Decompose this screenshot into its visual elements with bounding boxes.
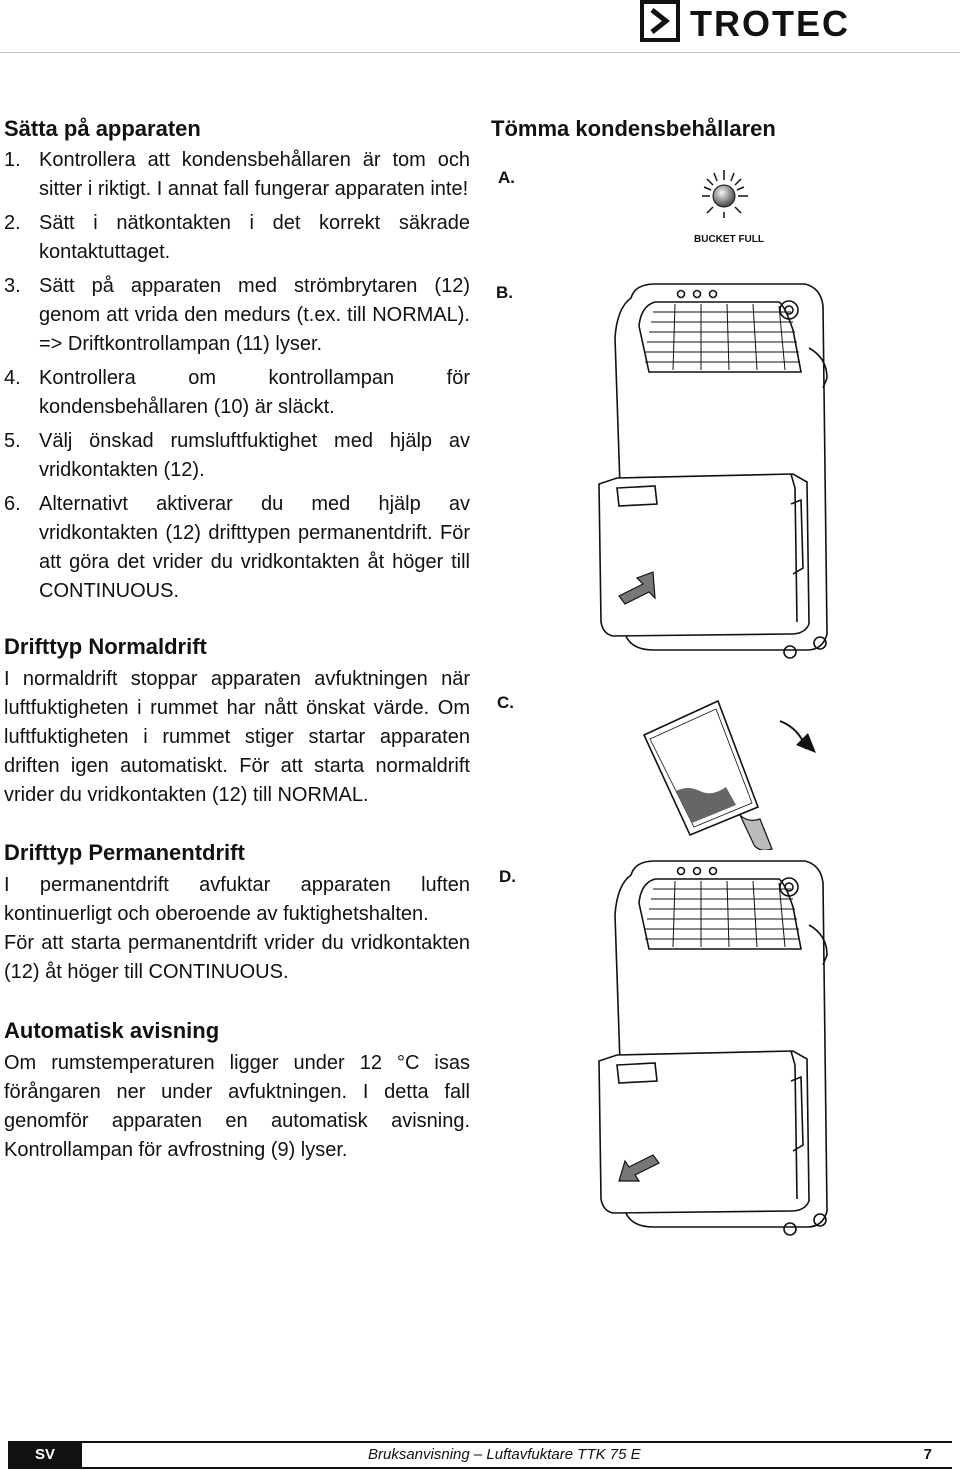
normal-title: Drifttyp Normaldrift <box>4 634 207 659</box>
normal-section: Drifttyp Normaldrift I normaldrift stopp… <box>4 632 470 810</box>
permanent-title: Drifttyp Permanentdrift <box>4 840 245 865</box>
empty-tank-title: Tömma kondensbehållaren <box>491 116 776 141</box>
start-section: Sätta på apparaten 1.Kontrollera att kon… <box>4 114 470 611</box>
trotec-logo: TROTEC <box>640 0 850 44</box>
header-rule <box>0 52 960 53</box>
defrost-section: Automatisk avisning Om rumstemperaturen … <box>4 1016 470 1165</box>
step-2: 2.Sätt i nätkontakten i det korrekt säkr… <box>4 212 470 263</box>
permanent-text-1: I permanentdrift avfuktar apparaten luft… <box>4 874 470 925</box>
figure-label-a: A. <box>498 168 515 187</box>
brand-name: TROTEC <box>690 3 850 44</box>
step-3: 3.Sätt på apparaten med strömbrytaren (1… <box>4 275 470 355</box>
permanent-text-2: För att starta permanentdrift vrider du … <box>4 932 470 983</box>
figure-label-c: C. <box>497 693 514 712</box>
defrost-title: Automatisk avisning <box>4 1018 220 1043</box>
permanent-section: Drifttyp Permanentdrift I permanentdrift… <box>4 838 470 987</box>
document-title: Bruksanvisning – Luftavfuktare TTK 75 E <box>368 1446 641 1463</box>
defrost-text: Om rumstemperaturen ligger under 12 °C i… <box>4 1052 470 1161</box>
step-5: 5.Välj önskad rumsluftfuktighet med hjäl… <box>4 430 470 481</box>
page-footer: SV Bruksanvisning – Luftavfuktare TTK 75… <box>8 1441 952 1469</box>
figure-label-d: D. <box>499 867 516 886</box>
start-title: Sätta på apparaten <box>4 116 201 141</box>
step-4: 4.Kontrollera om kontrollampan för konde… <box>4 367 470 418</box>
page-number: 7 <box>923 1446 932 1463</box>
bucket-full-label: BUCKET FULL <box>694 234 764 245</box>
figure-label-b: B. <box>496 283 513 302</box>
start-steps: 1.Kontrollera att kondensbehållaren är t… <box>4 146 470 606</box>
dehumidifier-tank-in-illustration <box>598 860 828 1236</box>
language-badge: SV <box>8 1443 82 1467</box>
dehumidifier-tank-out-illustration <box>598 283 828 659</box>
emptying-tank-illustration <box>642 699 816 850</box>
step-1: 1.Kontrollera att kondensbehållaren är t… <box>4 149 470 200</box>
bucket-full-lamp-icon: BUCKET FULL <box>694 170 764 245</box>
normal-text: I normaldrift stoppar apparaten avfuktni… <box>4 668 470 806</box>
step-6: 6.Alternativt aktiverar du med hjälp av … <box>4 493 470 602</box>
